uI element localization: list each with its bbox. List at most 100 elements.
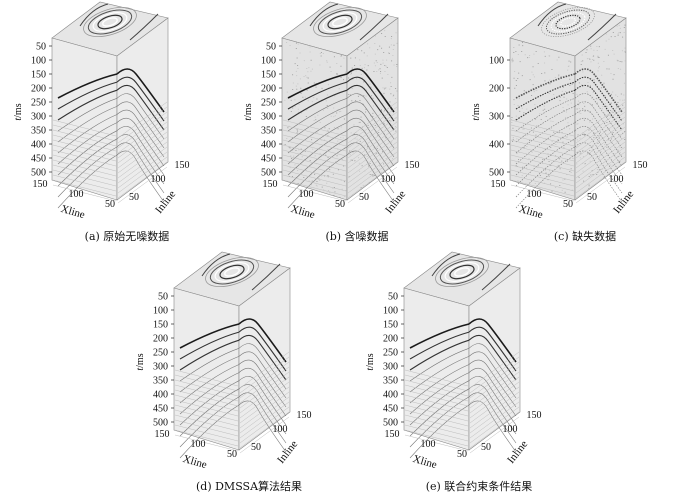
- inline-tick-label: 150: [527, 410, 542, 421]
- time-tick-label: 500: [383, 418, 398, 429]
- caption-c: (c) 缺失数据: [553, 230, 617, 243]
- inline-tick-label: 100: [151, 174, 166, 185]
- time-tick-label: 350: [383, 376, 398, 387]
- inline-tick-label: 150: [405, 160, 420, 171]
- top-slice-rings: [201, 253, 281, 291]
- inline-tick-label: 50: [251, 442, 261, 453]
- time-tick-label: 400: [383, 390, 398, 401]
- time-tick-label: 50: [158, 292, 168, 303]
- panel-e: 50 100 150 200 250 300 350 400 450 500 t/ms 150 100 5…: [364, 250, 594, 500]
- time-tick-label: 300: [261, 112, 276, 123]
- volume-plot-e: 50 100 150 200 250 300 350 400 450 500 t/ms 150 100 5…: [365, 251, 542, 471]
- inline-axis-label: Inline: [611, 188, 636, 216]
- xline-tick-label: 150: [385, 429, 400, 440]
- xline-tick-label: 50: [457, 449, 467, 460]
- time-tick-label: 400: [261, 140, 276, 151]
- time-axis-label: t/ms: [13, 103, 24, 120]
- xline-tick-label: 150: [491, 179, 506, 190]
- caption-a: (a) 原始无噪数据: [84, 230, 170, 243]
- reflection-events: [52, 68, 168, 209]
- xline-tick-label: 50: [563, 199, 573, 210]
- xline-tick-label: 50: [335, 199, 345, 210]
- time-tick-label: 500: [31, 168, 46, 179]
- time-tick-label: 250: [383, 348, 398, 359]
- time-tick-label: 300: [153, 362, 168, 373]
- xline-tick-label: 50: [105, 199, 115, 210]
- inline-axis-label: Inline: [275, 438, 300, 466]
- time-tick-label: 100: [383, 306, 398, 317]
- reflection-events: [510, 68, 626, 209]
- time-axis-label: t/ms: [365, 353, 376, 370]
- time-tick-label: 100: [31, 56, 46, 67]
- inline-tick-label: 100: [503, 424, 518, 435]
- volume-plot-b: 50100150200250300350400450500t/ms1501005…: [243, 1, 420, 221]
- time-tick-label: 150: [383, 320, 398, 331]
- time-tick-label: 150: [31, 70, 46, 81]
- time-tick-label: 350: [153, 376, 168, 387]
- inline-tick-label: 150: [297, 410, 312, 421]
- time-tick-label: 300: [383, 362, 398, 373]
- xline-tick-label: 100: [527, 189, 542, 200]
- time-tick-label: 500: [489, 168, 504, 179]
- inline-tick-label: 100: [381, 174, 396, 185]
- caption-e: (e) 联合约束条件结果: [425, 480, 533, 493]
- inline-tick-label: 100: [609, 174, 624, 185]
- caption-d: (d) DMSSA算法结果: [195, 480, 303, 493]
- top-slice-rings: [79, 3, 159, 41]
- inline-tick-label: 150: [175, 160, 190, 171]
- noise-texture: [511, 24, 626, 193]
- xline-tick-label: 150: [263, 179, 278, 190]
- top-slice-rings: [431, 253, 511, 291]
- time-tick-label: 200: [489, 84, 504, 95]
- time-tick-label: 400: [153, 390, 168, 401]
- xline-axis-label: Xline: [181, 453, 208, 471]
- inline-axis-label: Inline: [383, 188, 408, 216]
- time-tick-label: 50: [36, 42, 46, 53]
- time-tick-label: 300: [31, 112, 46, 123]
- time-tick-label: 50: [266, 42, 276, 53]
- time-tick-label: 500: [153, 418, 168, 429]
- inline-axis-label: Inline: [153, 188, 178, 216]
- time-tick-label: 100: [261, 56, 276, 67]
- inline-tick-label: 50: [587, 192, 597, 203]
- time-tick-label: 450: [383, 404, 398, 415]
- xline-axis-label: Xline: [289, 203, 316, 221]
- time-tick-label: 350: [261, 126, 276, 137]
- reflection-events: [404, 318, 520, 459]
- time-tick-label: 100: [153, 306, 168, 317]
- xline-tick-label: 50: [227, 449, 237, 460]
- volume-plot-a: 50100150200250300350400450500t/ms1501005…: [13, 1, 190, 221]
- caption-b: (b) 含噪数据: [325, 230, 389, 243]
- time-axis-label: t/ms: [471, 103, 482, 120]
- inline-tick-label: 150: [633, 160, 648, 171]
- time-tick-label: 250: [31, 98, 46, 109]
- xline-tick-label: 100: [421, 439, 436, 450]
- time-tick-label: 200: [261, 84, 276, 95]
- time-tick-label: 200: [31, 84, 46, 95]
- xline-tick-label: 150: [33, 179, 48, 190]
- xline-tick-label: 100: [191, 439, 206, 450]
- inline-axis-label: Inline: [505, 438, 530, 466]
- time-tick-label: 350: [31, 126, 46, 137]
- time-tick-label: 300: [489, 112, 504, 123]
- xline-axis-label: Xline: [59, 203, 86, 221]
- xline-tick-label: 150: [155, 429, 170, 440]
- top-slice-rings: [309, 3, 389, 41]
- time-tick-label: 250: [153, 348, 168, 359]
- reflection-events: [282, 68, 398, 209]
- inline-tick-label: 50: [481, 442, 491, 453]
- volume-plot-d: 50100150200250300350400450500t/ms1501005…: [135, 251, 312, 471]
- time-tick-label: 200: [383, 334, 398, 345]
- time-tick-label: 500: [261, 168, 276, 179]
- time-axis-label: t/ms: [135, 353, 146, 370]
- time-tick-label: 400: [489, 140, 504, 151]
- inline-tick-label: 50: [129, 192, 139, 203]
- xline-tick-label: 100: [69, 189, 84, 200]
